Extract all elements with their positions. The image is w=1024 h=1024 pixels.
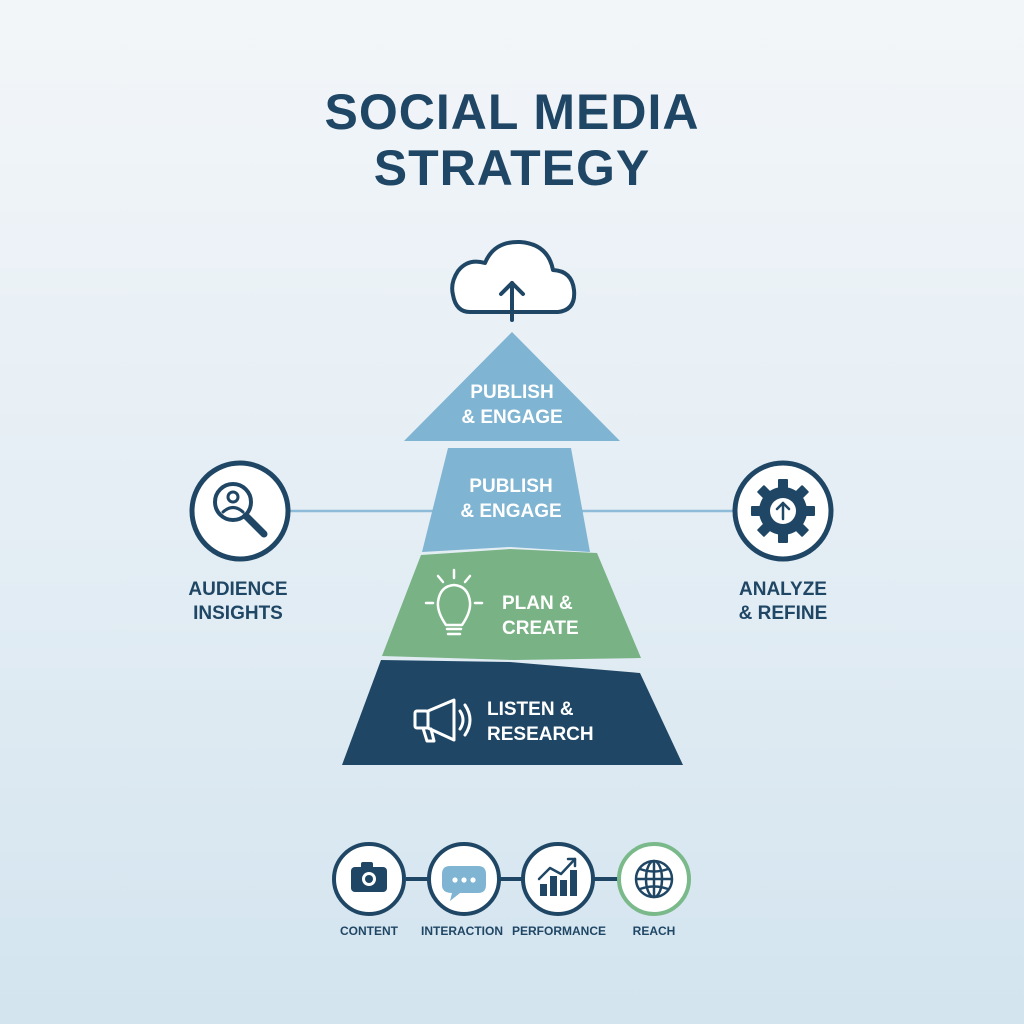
layer-base-label-line-2: RESEARCH <box>487 724 594 745</box>
analyze-refine-label: ANALYZE & REFINE <box>716 578 850 626</box>
cloud-upload-icon <box>450 239 577 322</box>
analyze-refine-label-line-1: ANALYZE <box>739 579 827 600</box>
analyze-refine-node <box>732 460 834 562</box>
audience-insights-label-line-2: INSIGHTS <box>193 603 283 624</box>
globe-icon <box>634 859 674 899</box>
reach-label: REACH <box>632 924 676 938</box>
performance-label: PERFORMANCE <box>511 924 606 938</box>
interaction-node[interactable] <box>427 842 501 916</box>
layer-base-label-line-1: LISTEN & <box>487 699 574 720</box>
layer-top-label: PUBLISH & ENGAGE <box>454 380 570 430</box>
layer-upper-label-line-1: PUBLISH <box>469 476 553 497</box>
megaphone-icon <box>413 698 472 743</box>
content-label: CONTENT <box>340 924 398 938</box>
layer-base-label: LISTEN & RESEARCH <box>487 697 627 747</box>
layer-middle-label: PLAN & CREATE <box>502 591 612 641</box>
layer-middle-label-line-2: CREATE <box>502 618 579 639</box>
chat-bubble-icon <box>442 866 486 901</box>
page-title-line-2: STRATEGY <box>373 140 651 196</box>
layer-upper-label-line-2: & ENGAGE <box>460 501 562 522</box>
reach-node[interactable] <box>617 842 691 916</box>
pyramid-layer-top <box>404 332 620 441</box>
layer-top-label-line-1: PUBLISH <box>470 382 554 403</box>
audience-insights-label-line-1: AUDIENCE <box>188 579 288 600</box>
gear-arrow-up-icon <box>751 479 815 543</box>
performance-node[interactable] <box>521 842 595 916</box>
interaction-label: INTERACTION <box>421 924 503 938</box>
layer-upper-label: PUBLISH & ENGAGE <box>446 474 576 524</box>
page-title-line-1: SOCIAL MEDIA <box>324 84 700 140</box>
layer-middle-label-line-1: PLAN & <box>502 593 573 614</box>
analyze-refine-label-line-2: & REFINE <box>738 603 828 624</box>
audience-insights-label: AUDIENCE INSIGHTS <box>166 578 310 626</box>
audience-insights-node <box>189 460 291 562</box>
magnifier-user-icon <box>213 482 268 538</box>
pyramid-layer-upper <box>422 448 590 552</box>
camera-icon <box>351 862 387 892</box>
bar-chart-icon <box>537 857 577 896</box>
layer-top-label-line-2: & ENGAGE <box>461 407 563 428</box>
pyramid-layer-middle <box>382 549 641 660</box>
lightbulb-icon <box>424 568 484 636</box>
content-node[interactable] <box>332 842 406 916</box>
